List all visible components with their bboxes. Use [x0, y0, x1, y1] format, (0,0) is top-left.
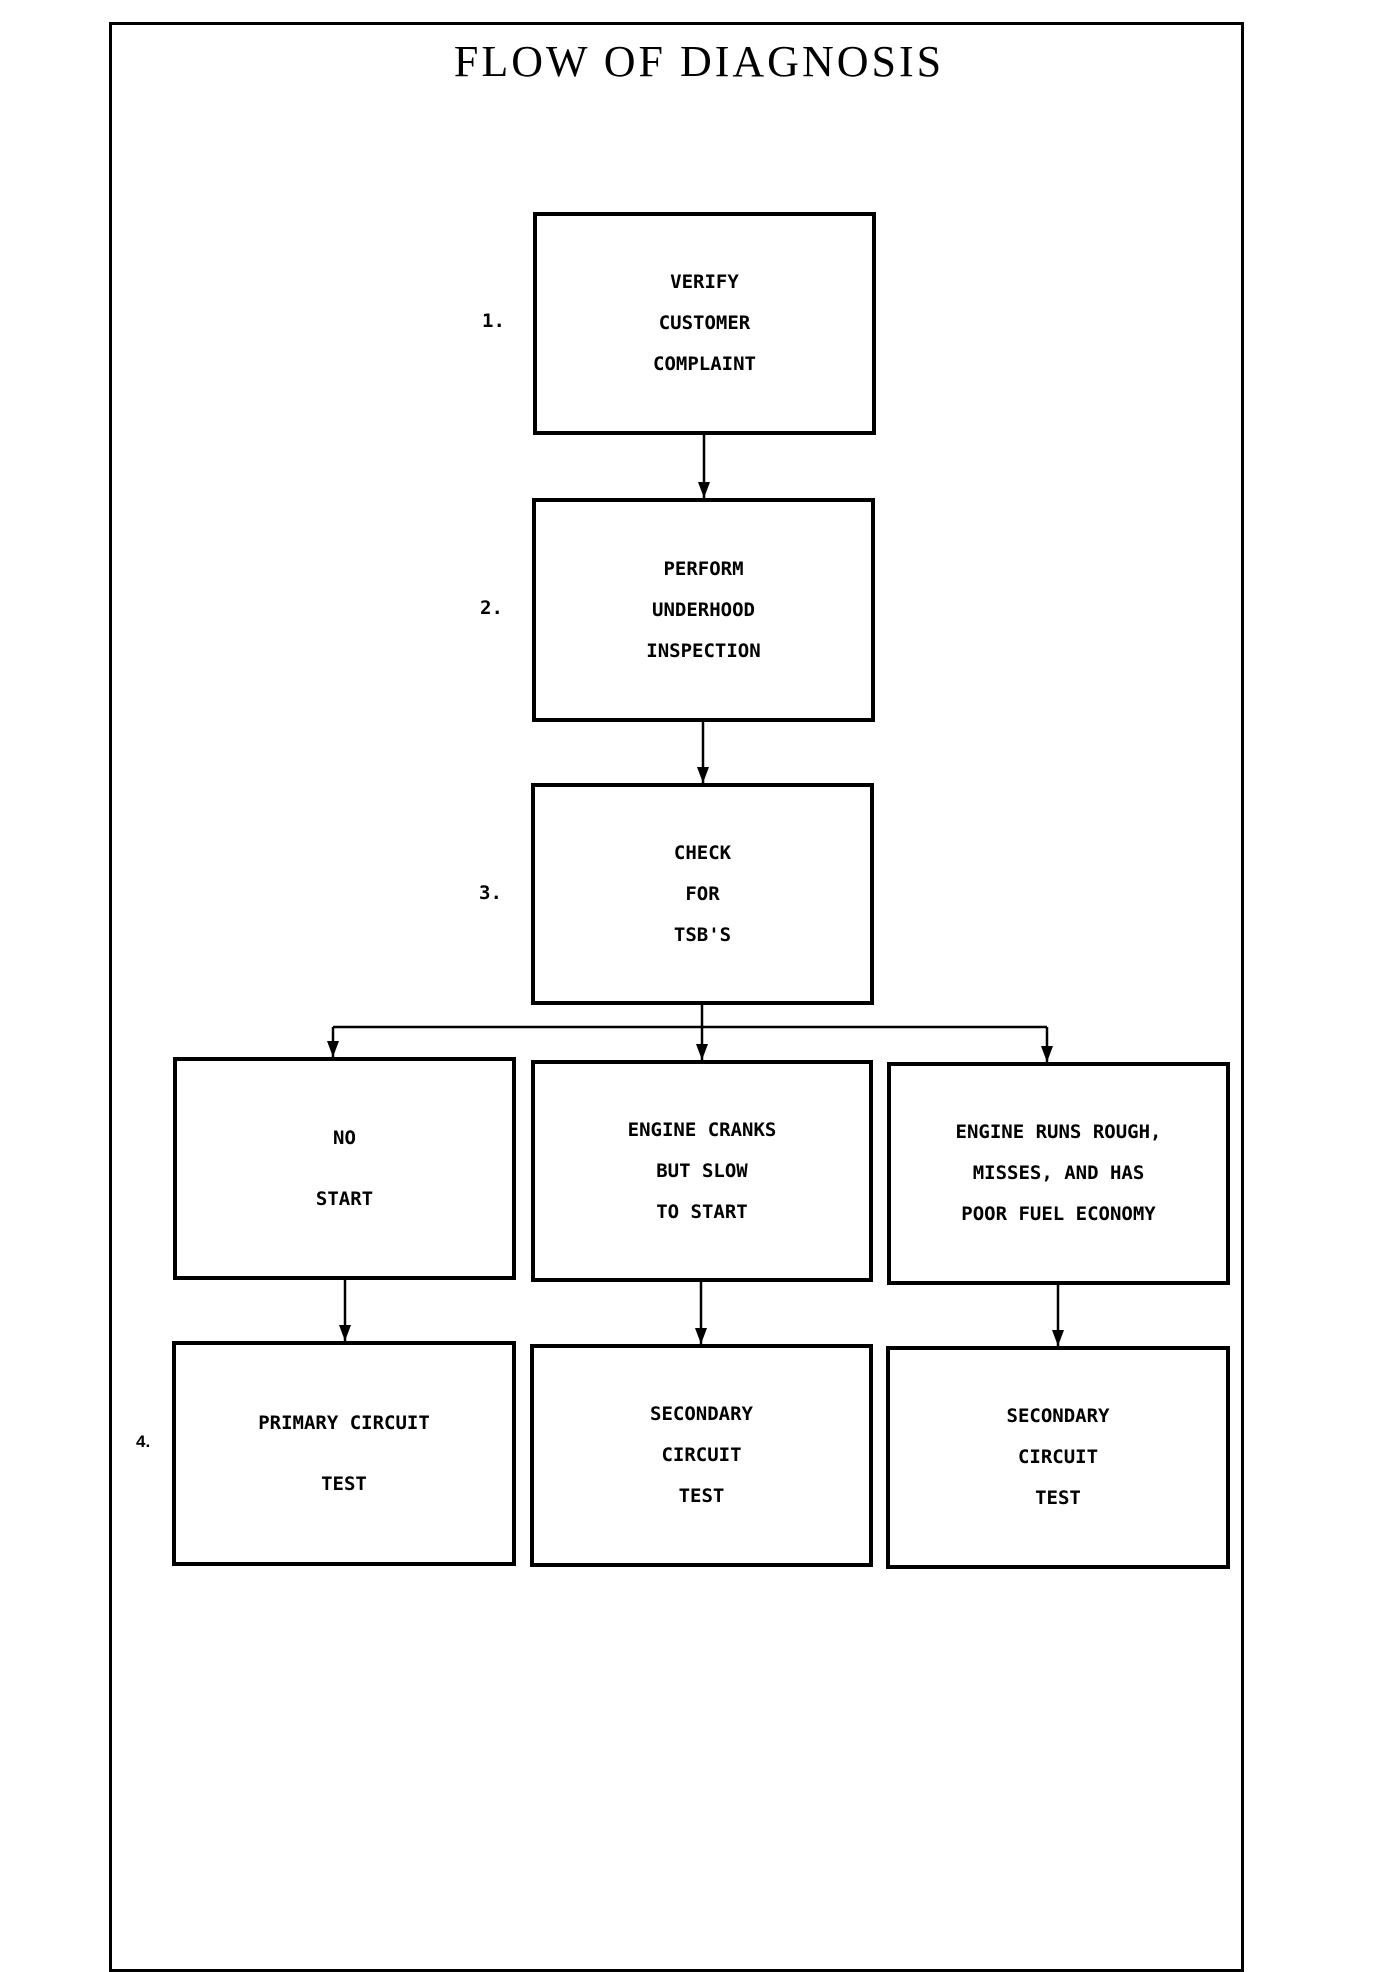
secondary-circuit-test-text-1: SECONDARY CIRCUIT TEST: [650, 1403, 753, 1507]
arrow-1-to-2-head: [698, 482, 710, 498]
primary-circuit-test-box: PRIMARY CIRCUIT TEST: [172, 1341, 516, 1566]
step-number-1: 1.: [482, 310, 505, 332]
secondary-circuit-test-box-2: SECONDARY CIRCUIT TEST: [886, 1346, 1230, 1569]
verify-complaint-text: VERIFY CUSTOMER COMPLAINT: [653, 271, 756, 375]
branch-left-head: [327, 1041, 339, 1057]
branch-middle-head: [696, 1044, 708, 1060]
no-start-box: NO START: [173, 1057, 516, 1280]
step-number-4: 4.: [136, 1432, 151, 1451]
step-number-2: 2.: [480, 597, 503, 619]
verify-complaint-box: VERIFY CUSTOMER COMPLAINT: [533, 212, 876, 435]
underhood-inspection-text: PERFORM UNDERHOOD INSPECTION: [646, 557, 761, 662]
no-start-text: NO START: [315, 1126, 374, 1210]
arrow-2-to-3-head: [697, 767, 709, 783]
arrow-cranks-to-test-head: [695, 1328, 707, 1344]
primary-circuit-test-text: PRIMARY CIRCUIT TEST: [258, 1411, 430, 1495]
secondary-circuit-test-box-1: SECONDARY CIRCUIT TEST: [530, 1344, 873, 1567]
runs-rough-text: ENGINE RUNS ROUGH, MISSES, AND HAS POOR …: [955, 1121, 1162, 1225]
step-number-3: 3.: [479, 882, 502, 904]
arrow-no-start-to-test-head: [339, 1325, 351, 1341]
runs-rough-box: ENGINE RUNS ROUGH, MISSES, AND HAS POOR …: [887, 1062, 1230, 1285]
page-title: FLOW OF DIAGNOSIS: [453, 37, 945, 86]
branch-right-head: [1041, 1046, 1053, 1062]
underhood-inspection-box: PERFORM UNDERHOOD INSPECTION: [532, 498, 875, 722]
arrow-rough-to-test-head: [1052, 1330, 1064, 1346]
check-tsbs-text: CHECK FOR TSB'S: [673, 841, 732, 946]
check-tsbs-box: CHECK FOR TSB'S: [531, 783, 874, 1005]
cranks-slow-box: ENGINE CRANKS BUT SLOW TO START: [531, 1060, 873, 1282]
cranks-slow-text: ENGINE CRANKS BUT SLOW TO START: [627, 1118, 777, 1223]
secondary-circuit-test-text-2: SECONDARY CIRCUIT TEST: [1006, 1405, 1110, 1509]
